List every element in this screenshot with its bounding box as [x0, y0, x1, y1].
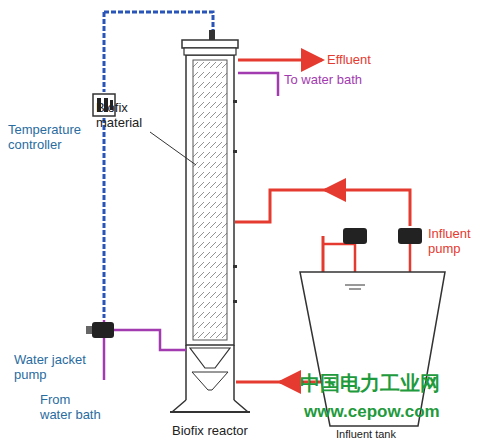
part-label: Biofix reactor: [172, 423, 248, 438]
flow-label: Effluent: [327, 52, 371, 67]
device-label: Influent pump: [428, 226, 482, 256]
flow-label: To water bath: [284, 72, 362, 87]
watermark: www.cepow.com: [304, 402, 440, 421]
device-label: Temperature controller: [8, 122, 98, 152]
part-label: Influent tank: [336, 428, 396, 441]
watermark: 中国电力工业网: [300, 372, 440, 394]
flow-label: From water bath: [40, 392, 102, 422]
device-label: Water jacket pump: [14, 352, 89, 382]
part-label: Biofix material: [96, 100, 176, 130]
